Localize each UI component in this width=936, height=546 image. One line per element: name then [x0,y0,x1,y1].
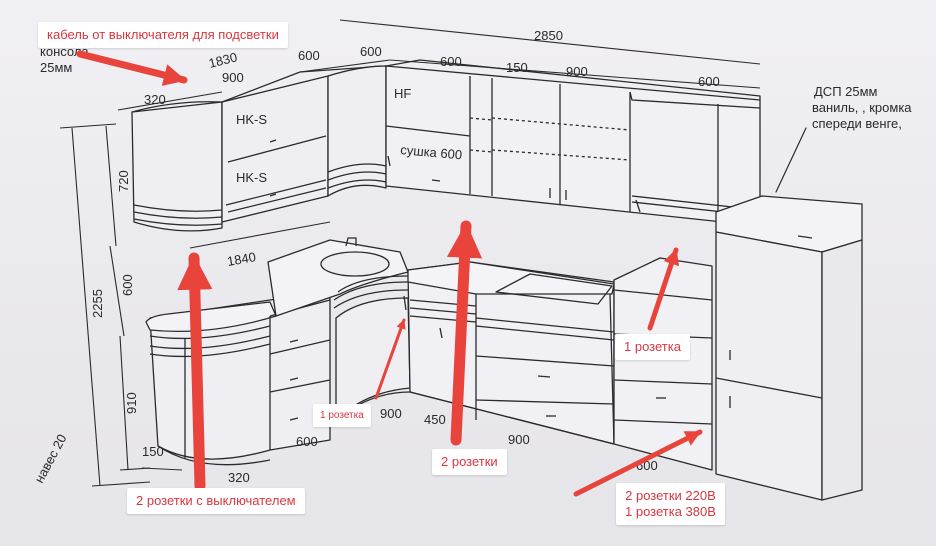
dim-2255: 2255 [90,289,105,318]
arrow-dsp [775,127,807,193]
label-dsp-line1: ДСП 25мм [814,84,878,99]
dim-600-top-right: 600 [698,74,720,89]
dim-320-bottom: 320 [228,470,250,485]
callout-one-socket-right: 1 розетка [615,334,690,360]
dim-2850: 2850 [534,28,563,43]
dim-450: 450 [424,412,446,427]
label-hk-s-1: HK-S [236,112,267,127]
callout-two-sockets-switch: 2 розетки с выключателем [127,488,305,514]
dim-600-top-mid: 600 [360,44,382,59]
label-dsp-line2: ваниль, , кромка [812,100,912,115]
dim-150-bottom: 150 [142,444,164,459]
dim-150-top: 150 [506,60,528,75]
callout-sockets-220-380: 2 розетки 220В 1 розетка 380В [616,483,725,525]
dim-600-bottom-left: 600 [296,434,318,449]
dim-1840: 1840 [226,249,257,269]
label-hf: HF [394,86,411,101]
dimension-lines [59,19,761,487]
red-arrows [76,50,807,497]
label-dsp-line3: спереди венге, [812,116,902,131]
dim-navs-20: навес 20 [31,432,69,486]
dim-900-top: 900 [566,64,588,79]
label-hk-s-2: HK-S [236,170,267,185]
dim-600-top-left: 600 [298,48,320,63]
dim-900-sink: 900 [380,406,402,421]
dim-900-bottom: 900 [508,432,530,447]
arrow-two-sockets [446,220,483,446]
dim-720: 720 [116,170,131,192]
dim-600-top-b: 600 [440,54,462,69]
dim-25mm: 25мм [40,60,72,75]
callout-two-sockets: 2 розетки [432,449,507,475]
arrow-sockets-220 [573,429,703,497]
arrow-two-sockets-switch [177,252,213,492]
arrow-one-socket-right [647,247,680,331]
callout-sockets-220: 2 розетки 220В [625,488,716,503]
dim-600-mid: 600 [120,274,135,296]
callout-sockets-380: 1 розетка 380В [625,504,716,519]
arrow-cable [76,50,188,86]
arrow-one-socket-small [374,318,406,400]
dim-320-top: 320 [144,92,166,107]
dimension-texts: 1830 2850 600 600 600 150 900 600 900 32… [31,28,912,485]
callout-one-socket-small: 1 розетка [313,404,371,427]
dim-900-left: 900 [222,70,244,85]
label-sushka: сушка 600 [400,142,463,162]
dim-910: 910 [124,392,139,414]
dim-1830: 1830 [207,49,239,71]
callout-cable: кабель от выключателя для подсветки [38,22,288,48]
